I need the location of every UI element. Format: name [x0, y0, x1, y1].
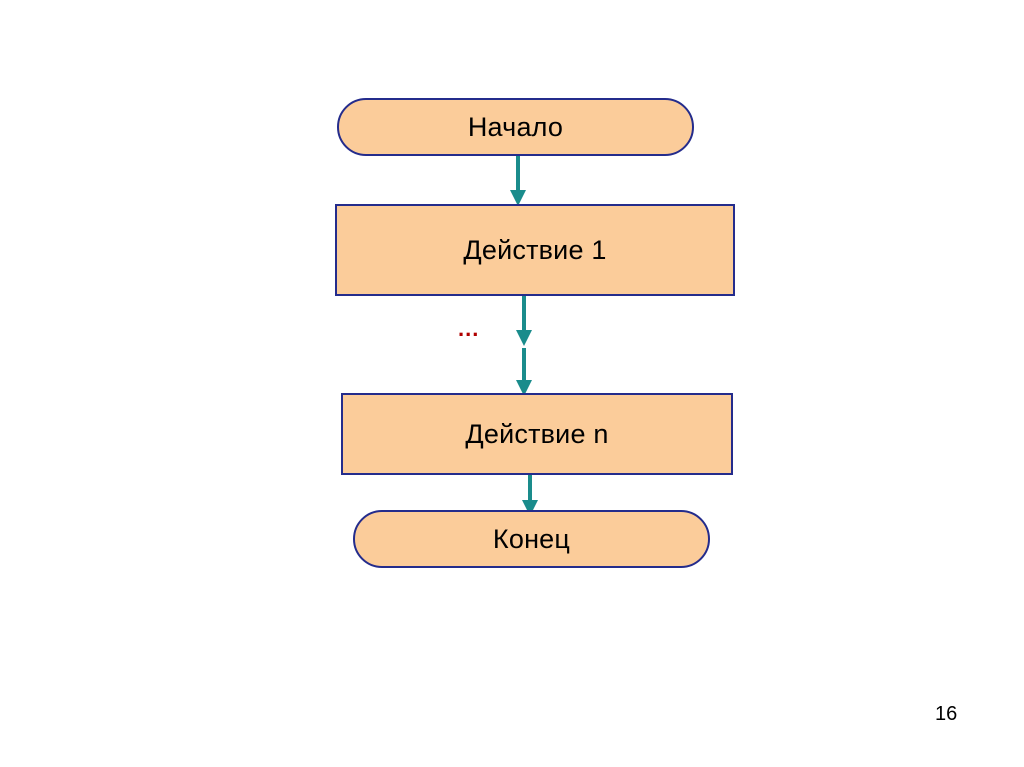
flowchart-node-action-1[interactable]: Действие 1	[335, 204, 735, 296]
connector-start-to-action1	[510, 154, 526, 206]
connector-action1-to-ellipsis	[516, 296, 532, 346]
flowchart-node-start[interactable]: Начало	[337, 98, 694, 156]
connector-actionn-to-end	[522, 474, 538, 516]
ellipsis-label: ...	[458, 316, 480, 341]
connector-ellipsis-to-actionn	[516, 348, 532, 396]
flowchart-node-action-n[interactable]: Действие n	[341, 393, 733, 475]
flowchart-node-end[interactable]: Конец	[353, 510, 710, 568]
page-number: 16	[935, 703, 958, 725]
